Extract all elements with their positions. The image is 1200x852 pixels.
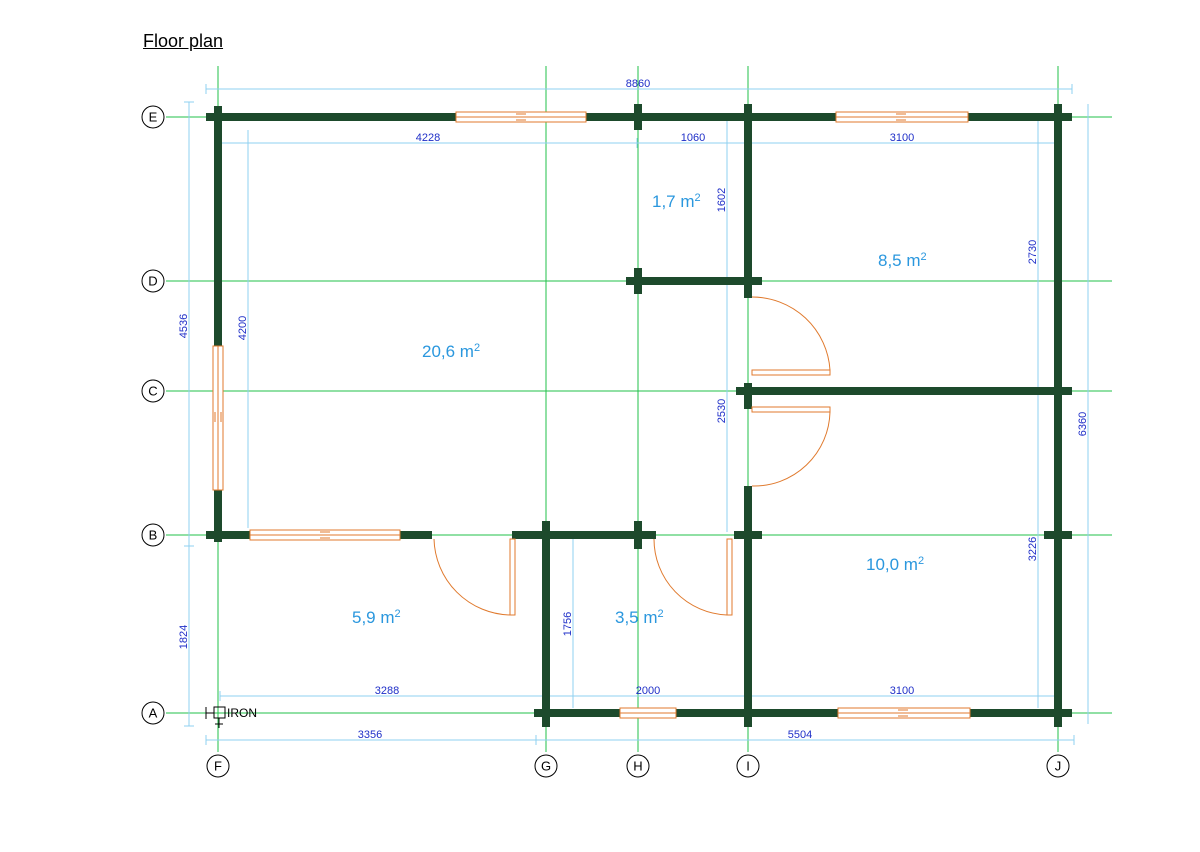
iron-symbol-icon [205,706,226,728]
dim-left-lower: 1824 [178,625,190,649]
dimension-lines [184,84,1089,745]
room-areas: 20,6 m2 1,7 m2 8,5 m2 10,0 m2 5,9 m2 3,5… [352,192,927,627]
dim-top-middle-width: 1060 [681,132,705,144]
dim-right-room-upper: 2730 [1027,240,1039,264]
wall-i-upper [744,104,752,298]
axis-label-d: D [148,274,157,289]
axis-bubble-h: H [626,754,650,778]
axis-bubble-g: G [534,754,558,778]
dim-axis-fg: 3356 [358,729,382,741]
axis-bubble-c: C [141,379,165,403]
axis-label-j: J [1055,759,1062,774]
axis-bubble-i: I [736,754,760,778]
axis-bubble-d: D [141,269,165,293]
axis-label-f: F [214,759,222,774]
windows [212,111,971,719]
wall-b-middle [512,531,656,539]
axis-bubble-j: J [1046,754,1070,778]
wall-bottom-right [970,709,1072,717]
wall-j [1054,104,1062,727]
wall-g [542,521,550,727]
dim-corridor-height: 2530 [716,399,728,423]
wall-b-left [400,531,432,539]
axis-bubbles: E D C B A F G H [141,105,1070,778]
wall-i-lower [744,486,752,727]
axis-label-h: H [633,759,642,774]
wall-bottom-middle [676,709,838,717]
dim-bath-height: 1756 [562,612,574,636]
window-top-right [835,111,969,123]
window-top-left [455,111,587,123]
wall-top-left [206,113,456,121]
grid-lines [166,66,1112,752]
dim-room-height-left: 4200 [237,316,249,340]
walls [206,104,1072,727]
door-bathroom [653,538,733,616]
iron-marker: IRON [205,706,257,728]
axis-bubble-b: B [141,523,165,547]
wall-d [626,277,762,285]
area-small-store: 1,7 m2 [652,192,701,211]
area-bedroom-lower: 10,0 m2 [866,555,924,574]
axis-label-b: B [149,528,158,543]
dim-overall-height: 6360 [1077,412,1089,436]
wall-top-middle [586,113,836,121]
window-left [212,345,224,491]
dimension-labels: 8860 4228 1060 3100 3288 2000 3100 3356 … [178,78,1089,741]
iron-label: IRON [227,706,257,720]
window-b-left [249,529,401,541]
axis-bubble-a: A [141,701,165,725]
axis-bubble-e: E [141,105,165,129]
dim-bottom-left-width: 3288 [375,685,399,697]
axis-bubble-f: F [206,754,230,778]
area-living: 20,6 m2 [422,342,480,361]
dim-top-right-width: 3100 [890,132,914,144]
wall-left-lower [214,490,222,542]
wall-left-upper [214,106,222,346]
area-terrace: 5,9 m2 [352,608,401,627]
dim-bottom-right-width: 3100 [890,685,914,697]
area-bedroom-upper: 8,5 m2 [878,251,927,270]
page-title: Floor plan [143,31,224,51]
wall-bottom-left [534,709,620,717]
door-bedroom-lower [751,406,831,487]
dim-small-room-height: 1602 [716,188,728,212]
door-bedroom-upper [751,296,831,376]
doors [433,296,831,616]
dim-bottom-middle-width: 2000 [636,685,660,697]
dim-right-room-lower: 3226 [1027,537,1039,561]
axis-label-c: C [148,384,157,399]
axis-label-a: A [149,706,158,721]
wall-c [736,387,1072,395]
axis-label-i: I [746,759,750,774]
door-terrace [433,538,516,616]
dim-top-room-width: 4228 [416,132,440,144]
axis-label-e: E [149,110,158,125]
window-bottom-right [837,707,971,719]
dim-overall-width: 8860 [626,78,650,90]
dim-left-upper: 4536 [178,314,190,338]
area-bathroom: 3,5 m2 [615,608,664,627]
wall-top-right [968,113,1072,121]
dim-axis-gj: 5504 [788,729,812,741]
axis-label-g: G [541,759,551,774]
window-bottom-middle [619,707,677,719]
